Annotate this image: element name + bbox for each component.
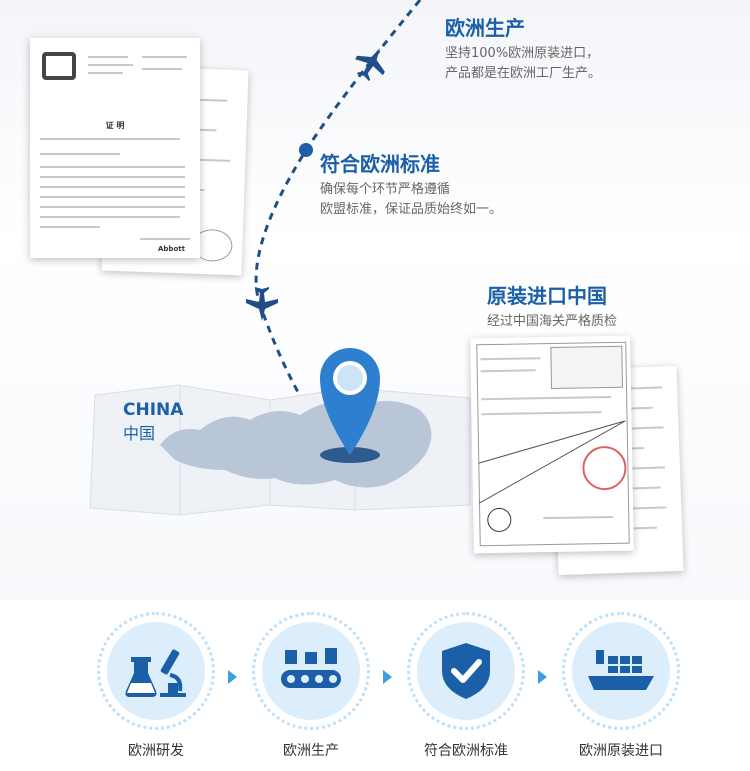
section-desc-line: 欧盟标准，保证品质始终如一。 xyxy=(320,202,503,217)
section-desc-line: 坚持100%欧洲原装进口， xyxy=(445,46,600,61)
shield-check-icon xyxy=(442,643,490,699)
china-map xyxy=(89,348,471,516)
map-label-zh: 中国 xyxy=(123,424,156,443)
cargo-ship-icon xyxy=(588,650,654,690)
section-desc-line: 确保每个环节严格遵循 xyxy=(320,182,451,197)
map-label-en: CHINA xyxy=(123,400,184,420)
process-steps: 欧洲研发 欧洲生产 符合欧洲标准 xyxy=(0,600,750,771)
section-title: 符合欧洲标准 xyxy=(320,152,440,176)
step-label: 欧洲研发 xyxy=(128,743,184,759)
flight-route xyxy=(89,0,471,516)
step-label: 欧洲生产 xyxy=(283,743,339,759)
plane-icon xyxy=(355,48,385,82)
step-label: 符合欧洲标准 xyxy=(424,743,508,759)
section-desc-line: 经过中国海关严格质检 xyxy=(487,314,618,329)
arrow-right-icon xyxy=(228,670,237,684)
section-desc-line: 产品都是在欧洲工厂生产。 xyxy=(445,66,602,81)
factory-conveyor-icon xyxy=(281,648,341,688)
step-research: 欧洲研发 xyxy=(93,612,223,762)
step-label: 欧洲原装进口 xyxy=(579,743,663,759)
abbott-brand: Abbott xyxy=(158,245,185,253)
abbott-logo xyxy=(42,52,76,80)
certificate-title: 证 明 xyxy=(105,121,125,130)
step-import: 欧洲原装进口 xyxy=(558,612,688,762)
lab-microscope-icon xyxy=(125,649,186,697)
arrow-right-icon xyxy=(383,670,392,684)
import-document xyxy=(470,335,634,554)
hero-section: 证 明 Abbott 欧 xyxy=(0,0,750,600)
section-title: 欧洲生产 xyxy=(445,16,525,40)
step-standard: 符合欧洲标准 xyxy=(403,612,533,762)
certificate-document: 证 明 Abbott xyxy=(30,38,200,258)
section-title: 原装进口中国 xyxy=(487,284,607,308)
step-production: 欧洲生产 xyxy=(248,612,378,762)
arrow-right-icon xyxy=(538,670,547,684)
plane-icon xyxy=(246,287,278,321)
